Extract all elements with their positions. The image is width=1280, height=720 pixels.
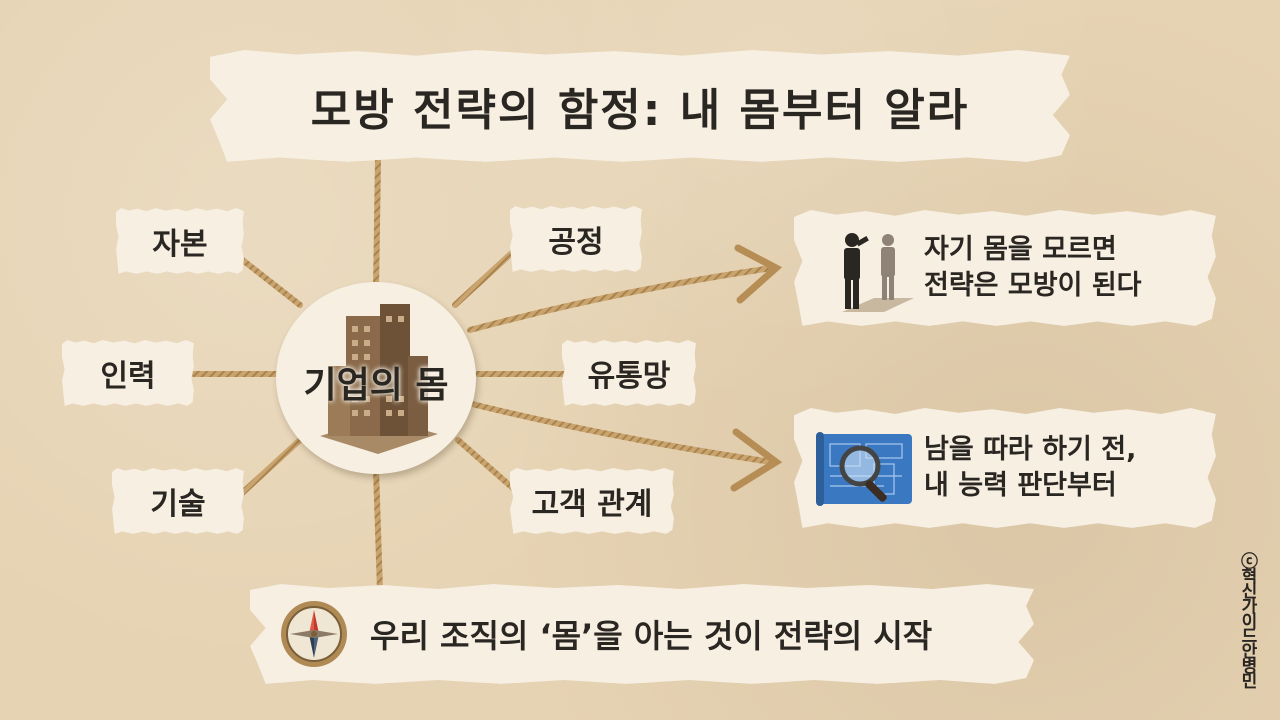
rope-arrow-top: [467, 265, 775, 333]
building-icon: [320, 304, 438, 454]
node-capital: 자본: [116, 208, 244, 274]
node-people: 인력: [62, 340, 194, 406]
card-self-knowledge-line1: 자기 몸을 모르면: [924, 233, 1117, 265]
rope-technology: [237, 437, 303, 498]
node-customer-label: 고객 관계: [531, 487, 653, 522]
card-capability: 남을 따라 하기 전, 내 능력 판단부터: [794, 408, 1216, 528]
card-capability-line2: 내 능력 판단부터: [924, 470, 1117, 501]
rope-arrow-bottom: [469, 401, 775, 465]
card-self-knowledge: 자기 몸을 모르면 전략은 모방이 된다: [794, 210, 1216, 326]
page-title: 모방 전략의 함정: 내 몸부터 알라: [210, 50, 1070, 162]
node-customer: 고객 관계: [510, 468, 674, 534]
center-node: 기업의 몸: [276, 282, 476, 474]
center-label: 기업의 몸: [303, 365, 449, 406]
card-capability-line1: 남을 따라 하기 전,: [924, 433, 1137, 465]
rope-capital: [237, 255, 303, 308]
bottom-banner: 우리 조직의 ‘몸’을 아는 것이 전략의 시작: [250, 584, 1034, 684]
bottom-text: 우리 조직의 ‘몸’을 아는 것이 전략의 시작: [370, 617, 933, 655]
node-technology-label: 기술: [150, 487, 206, 522]
node-process: 공정: [510, 206, 642, 272]
node-technology: 기술: [112, 468, 244, 534]
rope-customer: [455, 437, 518, 493]
node-capital-label: 자본: [152, 227, 208, 262]
arrowhead-bottom: [730, 428, 783, 492]
rope-process: [452, 247, 518, 308]
copyright-text: ⓒ혁신가이드안병민: [1237, 552, 1257, 687]
silhouette-shadow-icon: [842, 233, 914, 312]
node-people-label: 인력: [100, 359, 156, 394]
compass-icon: [281, 601, 347, 667]
node-process-label: 공정: [548, 225, 604, 260]
card-self-knowledge-line2: 전략은 모방이 된다: [924, 270, 1142, 301]
blueprint-magnifier-icon: [816, 432, 912, 506]
title-text: 모방 전략의 함정: 내 몸부터 알라: [310, 85, 970, 136]
node-distribution: 유통망: [562, 340, 696, 406]
rope-title-center: [373, 157, 381, 293]
rope-center-bottom: [373, 467, 383, 593]
node-distribution-label: 유통망: [587, 359, 671, 394]
arrowhead-top: [734, 244, 783, 304]
